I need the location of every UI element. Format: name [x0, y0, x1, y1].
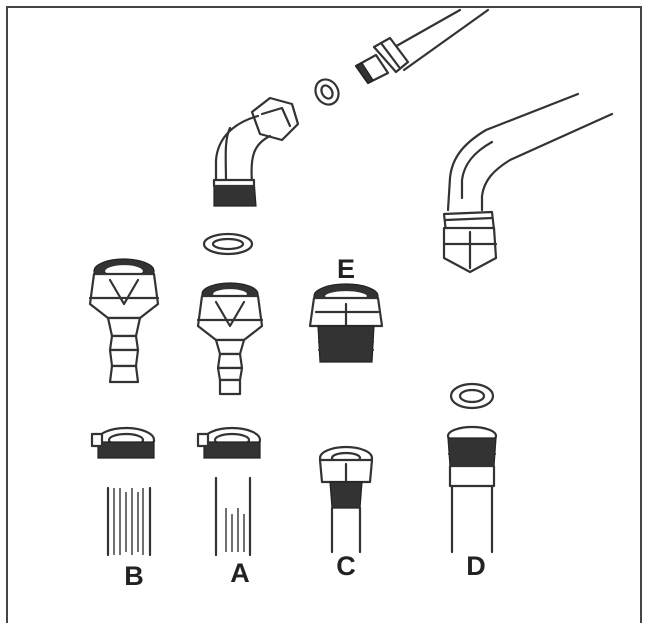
hose-clamp-a [196, 426, 262, 459]
fitting-e-reducer [308, 283, 384, 363]
fitting-b-barb [88, 258, 160, 384]
elbow-pipe-assembly [212, 8, 490, 207]
washer-top [202, 232, 254, 256]
hose-clamp-b [90, 426, 156, 459]
hose-a [214, 476, 252, 557]
label-b: B [124, 561, 144, 591]
hose-b [106, 486, 152, 557]
fitting-a-barb [196, 282, 264, 396]
diagram-frame [6, 6, 642, 623]
label-e: E [337, 254, 355, 284]
label-d: D [466, 551, 486, 581]
washer-d [449, 382, 495, 410]
bent-pipe-right [442, 92, 614, 274]
fitting-d-end [446, 425, 498, 554]
label-a: A [230, 558, 250, 588]
label-c: C [336, 551, 356, 581]
fitting-c-nut [318, 445, 374, 554]
